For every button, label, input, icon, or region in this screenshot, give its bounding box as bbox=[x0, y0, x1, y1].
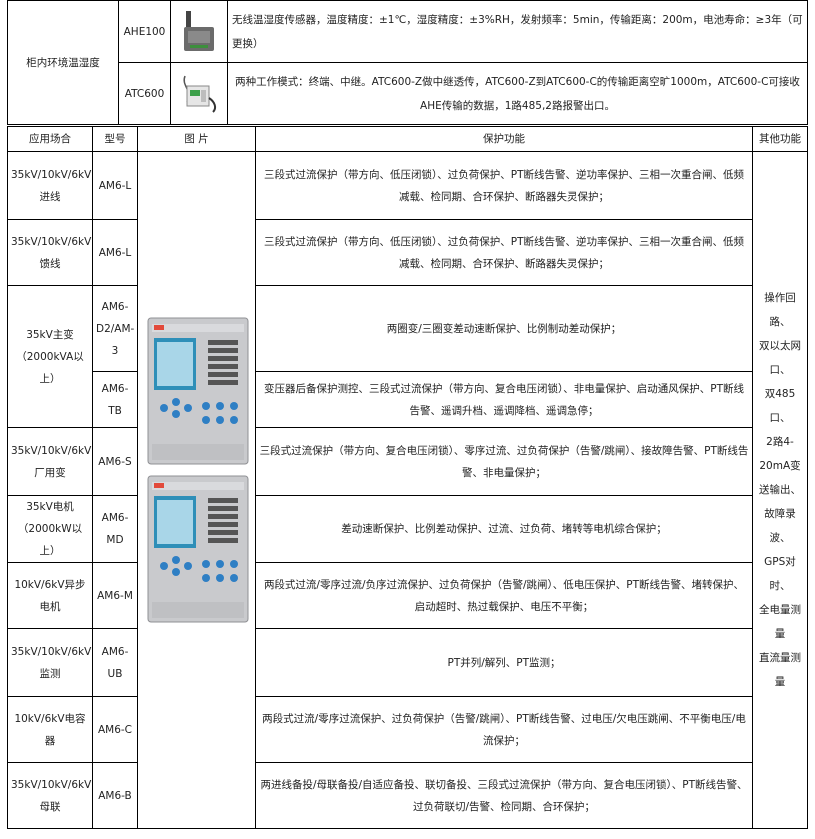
model-cell: AM6-C bbox=[92, 696, 138, 763]
header-model: 型号 bbox=[92, 126, 138, 152]
model-cell: AM6-UB bbox=[92, 628, 138, 697]
model-cell: AM6-S bbox=[92, 427, 138, 496]
protection-cell: 两段式过流/零序过流/负序过流保护、过负荷保护（告警/跳闸）、低电压保护、PT断… bbox=[255, 562, 753, 629]
environment-table: 柜内环境温湿度 AHE100 无线温湿度传感器，温度精度：±1℃，湿度精度：±3… bbox=[7, 0, 808, 125]
protection-relay-device-icon bbox=[147, 317, 249, 465]
table-row: 10kV/6kV异步电机 AM6-M 两段式过流/零序过流/负序过流保护、过负荷… bbox=[7, 562, 808, 629]
table-row: 35kV电机（2000kW以上） AM6-MD 差动速断保护、比例差动保护、过流… bbox=[7, 495, 808, 563]
wireless-sensor-icon bbox=[184, 10, 214, 51]
protection-cell: 差动速断保护、比例差动保护、过流、过负荷、堵转等电机综合保护； bbox=[255, 495, 753, 563]
model-cell: AHE100 bbox=[118, 0, 171, 63]
application-cell: 35kV/10kV/6kV进线 bbox=[7, 151, 93, 220]
protection-cell: PT并列/解列、PT监测； bbox=[255, 628, 753, 697]
application-cell: 35kV电机（2000kW以上） bbox=[7, 495, 93, 563]
protection-relay-device-icon bbox=[147, 475, 249, 623]
other-function-item: 全电量测量 bbox=[759, 604, 801, 640]
table-row: 35kV/10kV/6kV馈线 AM6-L 三段式过流保护（带方向、低压闭锁）、… bbox=[7, 219, 808, 286]
header-application: 应用场合 bbox=[7, 126, 93, 152]
table-row: AM6-TB 变压器后备保护测控、三段式过流保护（带方向、复合电压闭锁）、非电量… bbox=[8, 371, 808, 428]
category-cell: 柜内环境温湿度 bbox=[7, 0, 119, 125]
other-function-item: 操作回路、 bbox=[764, 292, 796, 328]
other-function-item: 2路4-20mA变送输出、 bbox=[759, 436, 801, 496]
other-function-item: 双以太网口、 bbox=[759, 340, 801, 376]
relay-images bbox=[139, 153, 255, 828]
application-cell: 35kV/10kV/6kV馈线 bbox=[7, 219, 93, 286]
protection-cell: 两进线备投/母联备投/自适应备投、联切备投、三段式过流保护（带方向、复合电压闭锁… bbox=[255, 762, 753, 829]
table-row: 35kV/10kV/6kV厂用变 AM6-S 三段式过流保护（带方向、复合电压闭… bbox=[7, 427, 808, 496]
protection-cell: 三段式过流保护（带方向、复合电压闭锁）、零序过流、过负荷保护（告警/跳闸）、接故… bbox=[255, 427, 753, 496]
model-cell: AM6-TB bbox=[92, 371, 138, 428]
model-cell: AM6-B bbox=[92, 762, 138, 829]
other-function-item: 双485口、 bbox=[764, 388, 796, 424]
application-cell: 35kV主变（2000kVA以上） bbox=[7, 285, 93, 428]
protection-cell: 两段式过流/零序过流保护、过负荷保护（告警/跳闸）、PT断线告警、过电压/欠电压… bbox=[255, 696, 753, 763]
header-image: 图 片 bbox=[137, 126, 256, 152]
other-function-item: 故障录波、 bbox=[764, 508, 796, 544]
protection-table: 应用场合 型号 图 片 保护功能 其他功能 35kV/10kV/6kV进线 AM… bbox=[7, 126, 808, 829]
other-function-item: GPS对时、 bbox=[764, 556, 796, 592]
model-cell: AM6-L bbox=[92, 219, 138, 286]
protection-cell: 两圈变/三圈变差动速断保护、比例制动差动保护； bbox=[255, 285, 753, 372]
model-cell: AM6-L bbox=[92, 151, 138, 220]
protection-cell: 变压器后备保护测控、三段式过流保护（带方向、复合电压闭锁）、非电量保护、启动通风… bbox=[255, 371, 753, 428]
table-row: 35kV/10kV/6kVPT监测 AM6-UB PT并列/解列、PT监测； bbox=[7, 628, 808, 697]
table-row: 35kV/10kV/6kV母联 AM6-B 两进线备投/母联备投/自适应备投、联… bbox=[7, 762, 808, 829]
table-row: 10kV/6kV电容器 AM6-C 两段式过流/零序过流保护、过负荷保护（告警/… bbox=[7, 696, 808, 763]
application-cell: 35kV/10kV/6kV厂用变 bbox=[7, 427, 93, 496]
application-cell: 10kV/6kV异步电机 bbox=[7, 562, 93, 629]
other-function-item: 直流量测量 bbox=[759, 652, 801, 688]
application-cell: 35kV/10kV/6kV母联 bbox=[7, 762, 93, 829]
model-cell: AM6-MD bbox=[92, 495, 138, 563]
application-cell: 35kV/10kV/6kVPT监测 bbox=[7, 628, 93, 697]
description-cell: 无线温湿度传感器，温度精度：±1℃，湿度精度：±3%RH，发射频率：5min，传… bbox=[227, 0, 808, 63]
header-protection: 保护功能 bbox=[255, 126, 753, 152]
table-row: 35kV主变（2000kVA以上） AM6-D2/AM-3 两圈变/三圈变差动速… bbox=[7, 285, 808, 428]
model-cell: AM6-D2/AM-3 bbox=[92, 285, 138, 372]
description-cell: 两种工作模式：终端、中继。ATC600-Z做中继透传，ATC600-Z到ATC6… bbox=[227, 62, 808, 125]
image-cell bbox=[170, 0, 228, 63]
protection-cell: 三段式过流保护（带方向、低压闭锁）、过负荷保护、PT断线告警、逆功率保护、三相一… bbox=[255, 151, 753, 220]
image-cell bbox=[170, 62, 228, 125]
other-functions-cell: 操作回路、 双以太网口、 双485口、 2路4-20mA变送输出、 故障录波、 … bbox=[752, 151, 808, 829]
table-row: 35kV/10kV/6kV进线 AM6-L bbox=[7, 151, 808, 829]
application-cell: 10kV/6kV电容器 bbox=[7, 696, 93, 763]
protection-cell: 三段式过流保护（带方向、低压闭锁）、过负荷保护、PT断线告警、逆功率保护、三相一… bbox=[255, 219, 753, 286]
gateway-module-icon bbox=[183, 75, 217, 113]
model-cell: AM6-M bbox=[92, 562, 138, 629]
header-other: 其他功能 bbox=[752, 126, 808, 152]
relay-image-cell bbox=[137, 151, 256, 829]
model-cell: ATC600 bbox=[118, 62, 171, 125]
